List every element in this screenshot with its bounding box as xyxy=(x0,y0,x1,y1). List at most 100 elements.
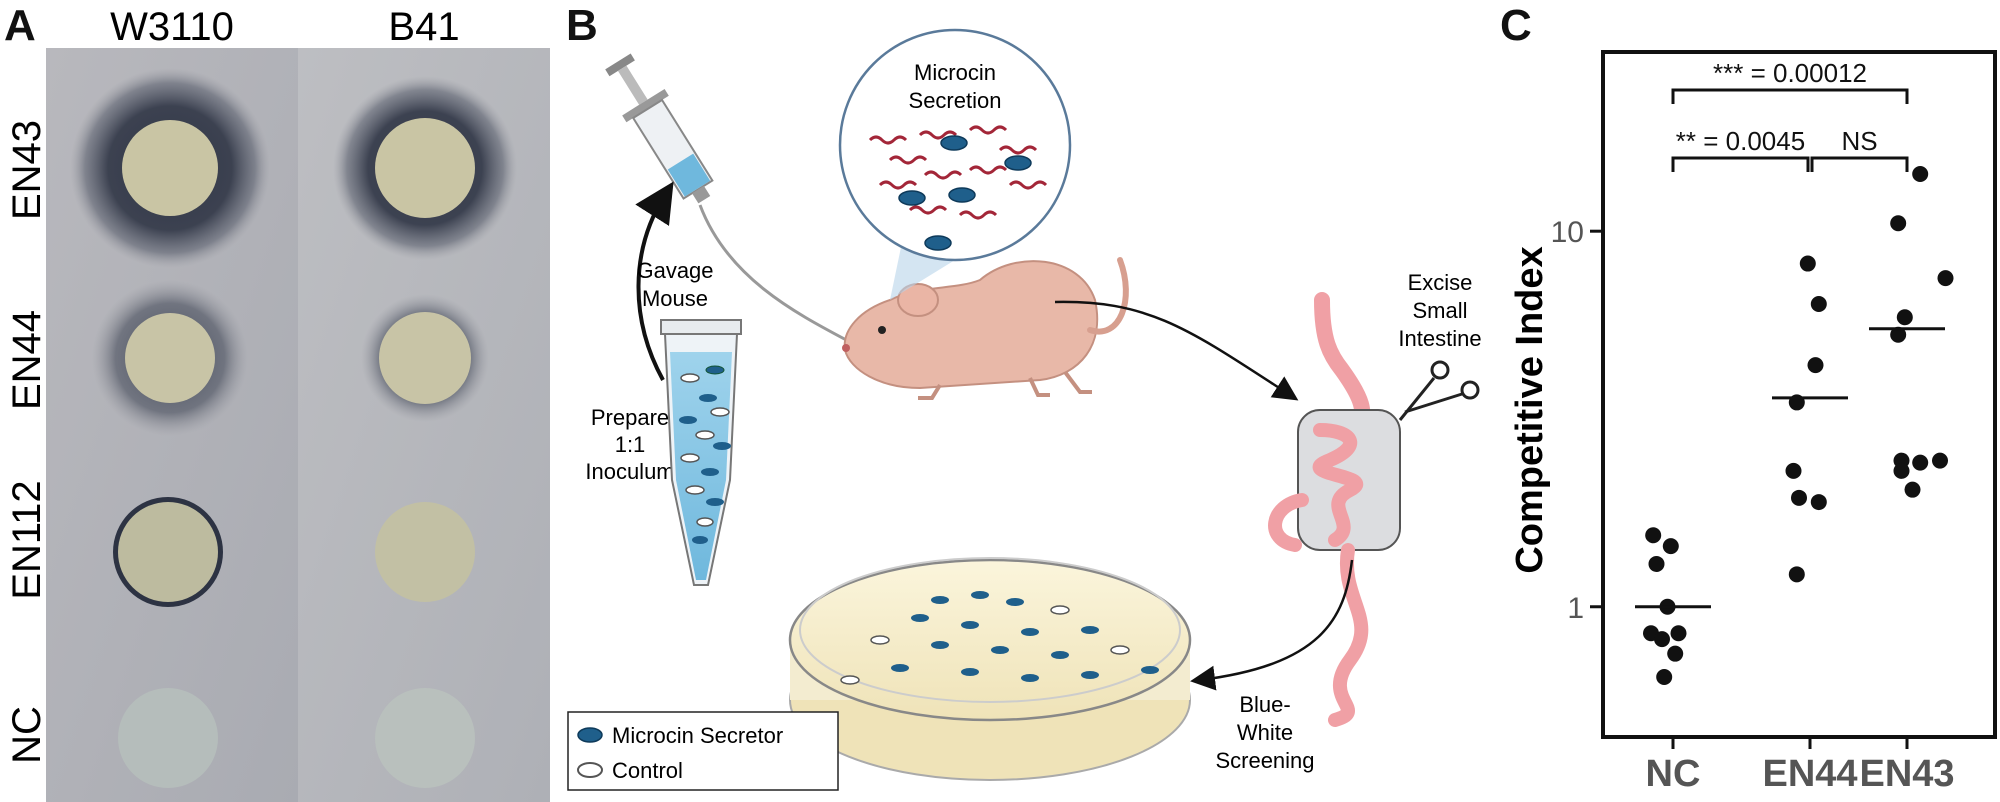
panel-c-chart: Competitive Index 110 *** = 0.00012** = … xyxy=(1509,50,1997,795)
legend: Microcin Secretor Control xyxy=(567,711,839,791)
panel-letter-a: A xyxy=(4,1,36,50)
dish-colony-secretor xyxy=(961,668,979,676)
label-prepare-3: Inoculum xyxy=(585,459,674,484)
gavage-tube xyxy=(698,204,866,352)
tube-cell-control xyxy=(680,453,700,463)
dish-colony-secretor xyxy=(971,591,989,599)
dish-colony-secretor xyxy=(1051,651,1069,659)
spot-w3110-en44 xyxy=(125,313,215,403)
mouse-icon xyxy=(842,257,1129,400)
panel-letter-b: B xyxy=(566,1,598,50)
dish-colony-control xyxy=(840,675,860,685)
petri-dish-icon xyxy=(788,557,1192,781)
legend-swatch-secretor xyxy=(577,727,603,743)
bubble-secretor-cell xyxy=(898,190,926,206)
dish-colony-secretor xyxy=(1021,674,1039,682)
data-point-en43 xyxy=(1937,270,1954,287)
row-label-nc: NC xyxy=(5,706,49,764)
row-label-en112: EN112 xyxy=(5,480,49,599)
scissors-icon xyxy=(1398,360,1480,421)
bubble-label-1: Microcin xyxy=(914,60,996,85)
tube-cell-control xyxy=(696,517,714,527)
tube-cell-secretor xyxy=(679,416,697,424)
x-tick-label-en44: EN44 xyxy=(1762,753,1857,795)
row-label-en44: EN44 xyxy=(5,310,49,410)
label-screen-2: White xyxy=(1237,720,1293,745)
dish-colony-control xyxy=(1110,645,1130,655)
data-point-en44 xyxy=(1799,255,1816,272)
intestine-icon xyxy=(1268,292,1401,727)
dish-colony-secretor xyxy=(931,596,949,604)
tube-cell-control xyxy=(685,485,705,495)
label-gavage-2: Mouse xyxy=(642,286,708,311)
label-screen-1: Blue- xyxy=(1239,692,1290,717)
label-excise-3: Intestine xyxy=(1398,326,1481,351)
dish-colony-secretor xyxy=(1021,628,1039,636)
significance-bracket xyxy=(1671,88,1909,104)
dish-colony-control xyxy=(870,635,890,645)
col-label-b41: B41 xyxy=(388,5,459,49)
data-point-nc xyxy=(1645,527,1662,544)
spot-b41-en112 xyxy=(375,502,475,602)
data-point-nc xyxy=(1648,555,1665,572)
arrow-intestine-to-dish xyxy=(1190,559,1354,691)
x-tick-label-en43: EN43 xyxy=(1859,753,1954,795)
data-point-en43 xyxy=(1904,481,1921,498)
spot-b41-en43 xyxy=(375,118,475,218)
dish-colony-secretor xyxy=(891,664,909,672)
dish-colony-secretor xyxy=(991,646,1009,654)
spot-w3110-nc xyxy=(118,688,218,788)
label-excise-2: Small xyxy=(1412,298,1467,323)
x-tick-label-nc: NC xyxy=(1646,753,1701,795)
spot-w3110-en112 xyxy=(118,502,218,602)
y-tick-label: 10 xyxy=(1551,216,1584,249)
tube-cell-secretor xyxy=(701,468,719,476)
y-tick-label: 1 xyxy=(1567,592,1584,625)
label-screen-3: Screening xyxy=(1215,748,1314,773)
spot-w3110-en43 xyxy=(122,120,218,216)
tube-cell-secretor xyxy=(706,498,724,506)
dish-colony-secretor xyxy=(1081,626,1099,634)
dish-colony-secretor xyxy=(931,641,949,649)
data-point-en43 xyxy=(1912,165,1929,182)
syringe-icon xyxy=(605,53,714,204)
data-point-en44 xyxy=(1810,494,1827,511)
dish-colony-secretor xyxy=(1081,671,1099,679)
dish-colony-secretor xyxy=(911,614,929,622)
bubble-label-2: Secretion xyxy=(909,88,1002,113)
plot-area-frame xyxy=(1601,50,1997,739)
tube-cell-secretor xyxy=(699,394,717,402)
panel-letter-c: C xyxy=(1500,1,1532,50)
data-point-en43 xyxy=(1932,452,1948,469)
bubble-secretor-cell xyxy=(940,135,968,151)
data-point-en44 xyxy=(1785,462,1802,479)
data-point-nc xyxy=(1667,645,1684,662)
tube-cell-secretor xyxy=(692,536,708,544)
data-point-en43 xyxy=(1890,326,1907,343)
spot-b41-nc xyxy=(375,688,475,788)
spot-b41-en44 xyxy=(379,312,471,404)
data-point-en43 xyxy=(1896,309,1913,326)
data-point-nc xyxy=(1654,631,1670,648)
inoculum-tube xyxy=(660,319,742,586)
data-point-nc xyxy=(1656,669,1673,686)
tube-cell-control xyxy=(695,430,715,440)
legend-label-control: Control xyxy=(612,758,683,783)
dish-colony-secretor xyxy=(1141,666,1159,674)
legend-swatch-control xyxy=(577,762,603,778)
data-point-en44 xyxy=(1810,295,1827,312)
y-axis-label: Competitive Index xyxy=(1509,246,1551,573)
tube-cell-secretor xyxy=(705,365,725,375)
legend-label-secretor: Microcin Secretor xyxy=(612,723,783,748)
bubble-secretor-cell xyxy=(924,235,952,251)
panel-a-plates: W3110 B41 EN43 EN44 EN112 NC xyxy=(5,5,550,802)
arrow-tube-to-syringe xyxy=(635,181,674,381)
label-gavage-1: Gavage xyxy=(636,258,713,283)
row-label-en43: EN43 xyxy=(5,120,49,220)
significance-bracket xyxy=(1671,156,1810,172)
data-point-en43 xyxy=(1893,462,1910,479)
bubble-secretor-cell xyxy=(1004,155,1032,171)
data-point-nc xyxy=(1662,538,1679,555)
data-point-en44 xyxy=(1807,357,1824,374)
tube-cell-control xyxy=(710,407,730,417)
